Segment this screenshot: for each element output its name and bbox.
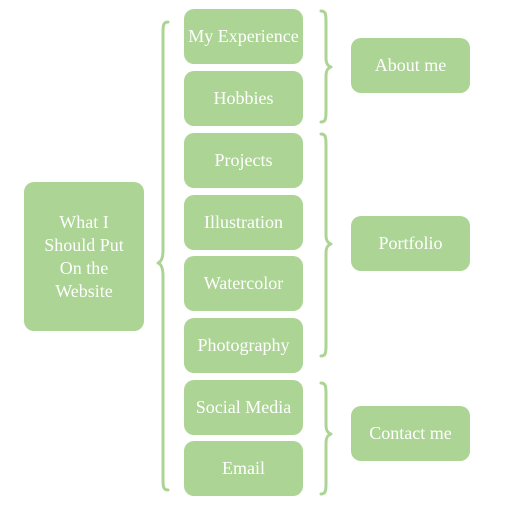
group-contact-me: Contact me [351, 406, 470, 461]
item-label: Illustration [204, 212, 283, 232]
item-label: Watercolor [203, 273, 284, 293]
item-social-media: Social Media [184, 380, 303, 435]
item-label: Photography [197, 335, 290, 355]
item-label: Email [222, 458, 265, 478]
root-brace [156, 20, 170, 492]
item-projects: Projects [184, 133, 303, 188]
portfolio-brace [319, 132, 333, 358]
group-about-me: About me [351, 38, 470, 93]
item-hobbies: Hobbies [184, 71, 303, 126]
item-my-experience: My Experience [184, 9, 303, 64]
item-label: My Experience [188, 26, 299, 46]
item-label: Projects [214, 150, 273, 170]
item-email: Email [184, 441, 303, 496]
item-illustration: Illustration [184, 195, 303, 250]
contact-me-brace [319, 381, 333, 496]
item-label: Social Media [195, 397, 292, 417]
item-photography: Photography [184, 318, 303, 373]
group-label: About me [374, 55, 447, 75]
group-portfolio: Portfolio [351, 216, 470, 271]
group-label: Contact me [369, 423, 452, 443]
root-node: What I Should Put On the Website [24, 182, 144, 331]
root-label: What I Should Put On the Website [44, 211, 124, 301]
item-label: Hobbies [213, 88, 274, 108]
about-me-brace [319, 9, 333, 124]
item-watercolor: Watercolor [184, 256, 303, 311]
group-label: Portfolio [378, 233, 443, 253]
